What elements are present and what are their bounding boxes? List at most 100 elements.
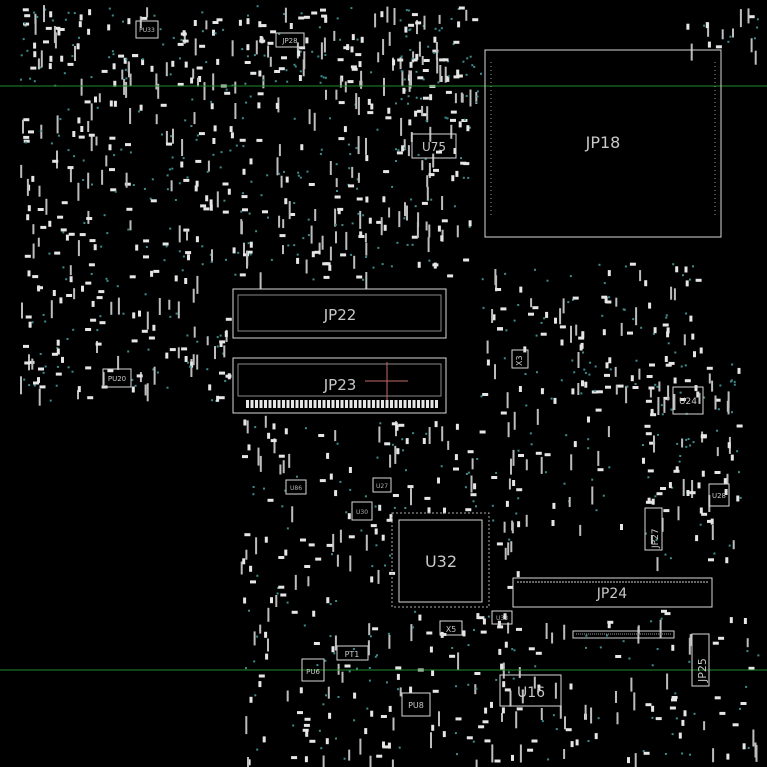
pad	[597, 468, 604, 472]
component-u27[interactable]: U27	[372, 477, 392, 493]
component-u86[interactable]: U86	[285, 479, 307, 495]
component-jp27[interactable]: JP27	[644, 507, 663, 551]
pad	[475, 92, 478, 104]
pad	[634, 383, 637, 385]
pad	[495, 678, 498, 681]
component-pu33[interactable]: PU33	[135, 20, 159, 39]
component-jp25[interactable]: JP25	[691, 633, 710, 687]
pad	[245, 549, 248, 560]
component-pt1[interactable]: PT1	[336, 645, 369, 661]
pad	[304, 756, 308, 763]
pad	[454, 93, 457, 104]
pad	[88, 263, 95, 267]
pad	[63, 72, 66, 75]
pad	[165, 352, 169, 359]
pad	[431, 670, 435, 676]
pad	[356, 187, 359, 190]
pad	[470, 493, 477, 497]
pad	[435, 42, 438, 60]
pad	[567, 301, 570, 304]
pad	[214, 32, 217, 35]
pad	[682, 479, 685, 496]
pad	[192, 68, 195, 79]
pad	[376, 456, 379, 459]
pad	[455, 685, 457, 688]
pad	[518, 454, 524, 457]
component-jp22[interactable]: JP22	[232, 288, 447, 339]
pad	[260, 24, 267, 28]
component-u75[interactable]: U75	[411, 133, 457, 159]
pad	[475, 101, 478, 104]
pad	[324, 659, 327, 662]
component-x5[interactable]: X5	[439, 620, 463, 636]
jp23-pin	[435, 400, 438, 408]
component-jp23[interactable]: JP23	[232, 357, 447, 414]
component-jp28[interactable]: JP28	[275, 32, 305, 48]
pad	[661, 413, 664, 416]
pad	[258, 70, 262, 77]
pad	[246, 250, 248, 269]
component-u32[interactable]: U32	[391, 512, 490, 608]
pad	[242, 208, 248, 212]
pad	[127, 350, 130, 353]
pad	[589, 361, 592, 364]
pad	[597, 717, 600, 720]
component-u33[interactable]: U33	[491, 610, 513, 625]
component-jp18[interactable]: JP18	[484, 49, 722, 238]
component-pu8[interactable]: PU8	[401, 692, 431, 717]
pad	[577, 352, 580, 368]
pad	[675, 466, 679, 473]
pad	[428, 163, 431, 178]
jp23-pin	[354, 400, 357, 408]
pad	[620, 322, 623, 336]
pad	[535, 451, 542, 455]
pad	[56, 339, 60, 346]
pad	[309, 739, 316, 743]
component-u28[interactable]: U28	[708, 483, 730, 507]
component-u30[interactable]: U30	[351, 501, 373, 521]
pad	[187, 254, 190, 261]
jp18-outline	[484, 49, 722, 238]
component-u16[interactable]: U16	[499, 674, 562, 707]
pad	[655, 539, 658, 541]
pad	[54, 251, 61, 255]
component-x3[interactable]: X3	[511, 349, 529, 369]
pad	[161, 133, 163, 136]
jp23-pin	[358, 400, 362, 408]
pad	[91, 183, 93, 186]
pad	[96, 106, 99, 109]
pad	[432, 153, 435, 168]
pad	[472, 740, 475, 743]
pad	[573, 371, 576, 374]
pad	[384, 442, 391, 446]
pad	[122, 312, 125, 315]
pad	[607, 622, 611, 629]
pad	[453, 205, 456, 208]
pad	[495, 275, 498, 292]
pad	[703, 24, 706, 27]
pad	[23, 139, 30, 143]
pad	[410, 70, 412, 87]
pad	[348, 749, 351, 761]
pad	[335, 737, 337, 740]
component-pu20[interactable]: PU20	[102, 368, 132, 388]
pad	[402, 449, 405, 452]
pad	[49, 399, 52, 402]
pad	[405, 9, 408, 12]
pad	[288, 453, 291, 468]
pad	[122, 20, 124, 23]
component-u24[interactable]: U24	[672, 386, 704, 415]
component-pu6[interactable]: PU6	[301, 658, 325, 682]
pad	[728, 544, 731, 547]
pad	[165, 245, 168, 248]
pad	[661, 517, 664, 532]
pad	[318, 729, 321, 732]
pad	[608, 357, 612, 364]
pad	[227, 188, 231, 195]
pad	[48, 63, 52, 70]
pad	[160, 103, 167, 107]
component-jp24[interactable]: JP24	[512, 577, 713, 608]
pad	[335, 178, 338, 188]
pad	[190, 125, 193, 127]
